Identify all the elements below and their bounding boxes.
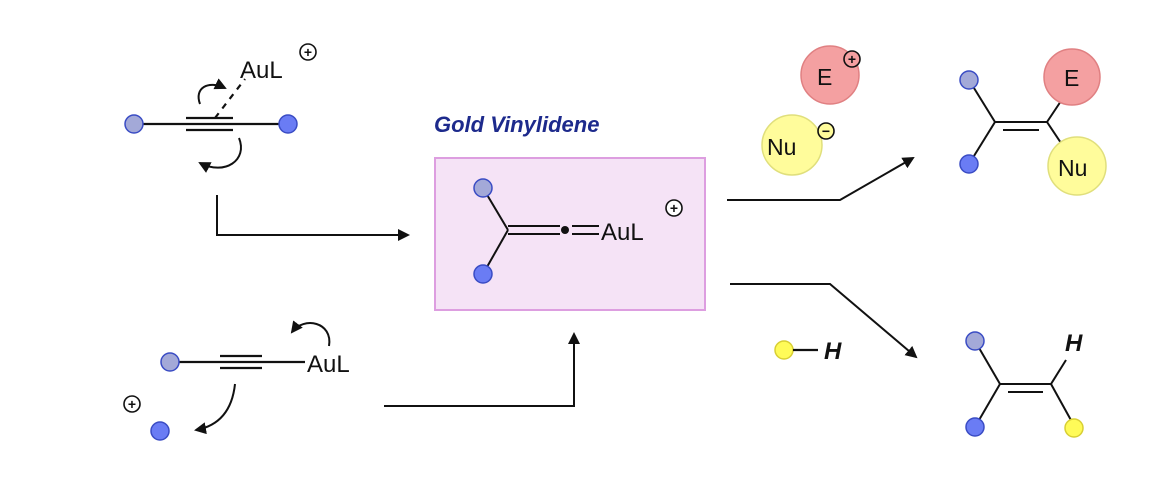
substituent-lavender-left [124,114,144,134]
top-product-nu-circle [1047,136,1107,196]
top-product-blue-substituent [959,154,979,174]
top-product-e-label: E [1064,65,1079,91]
top-product-lavender-substituent [959,70,979,90]
nucleophile: Nu − [761,114,835,176]
charge-plus-cation: + [128,396,136,412]
curved-arrow-to-cation [194,383,236,435]
substituent-lavender-acetylide [160,352,180,372]
gold-vinylidene-title: Gold Vinylidene [434,112,599,137]
bottom-product-blue-substituent [965,417,985,437]
curved-arrow-top-gold [290,320,331,347]
gold-pi-coordination-dashed [214,78,246,119]
bottom-path-arrow [384,332,580,407]
electrophile: E + [800,45,861,105]
substituent-blue-bottom [473,264,493,284]
bottom-product-yellow-substituent [1064,418,1084,438]
nucleophile-charge-circle [817,122,835,140]
top-left-activation: AuL + [124,43,410,241]
vinylidene-box-background [434,157,706,311]
bottom-left-aul-label: AuL [307,351,350,378]
top-product-nu-label: Nu [1058,155,1087,181]
hydrogen-source: H [774,338,842,365]
nucleophile-label: Nu [767,134,796,160]
charge-plus-circle-cation [123,395,141,413]
top-left-aul-label: AuL [240,57,283,84]
bottom-product-alkene: H [965,330,1084,438]
gold-vinylidene-box: AuL + [434,157,706,311]
bottom-product-lavender-substituent [965,331,985,351]
central-aul-label: AuL [601,219,644,246]
electrophile-charge: + [848,51,856,67]
hydrogen-label: H [824,338,842,365]
bottom-product-bond-to-h [1050,359,1067,385]
substituent-lavender-top [473,178,493,198]
nucleophile-charge: − [822,123,830,139]
substituent-blue-right [278,114,298,134]
lower-product-arrow [730,283,918,359]
upper-product-arrow [727,157,915,201]
charge-plus-top-left: + [304,44,312,60]
electrophile-charge-circle [843,50,861,68]
carbene-dot [561,226,569,234]
top-product-e-circle [1043,48,1101,106]
bottom-product-h-label: H [1065,330,1083,357]
nucleophile-circle [761,114,823,176]
bottom-product-bond-to-yellow [1050,383,1073,423]
hydrogen-dot [774,340,794,360]
charge-plus-circle-center [665,199,683,217]
top-path-arrow [216,195,410,241]
charge-plus-center: + [670,200,678,216]
cation-blue-substituent [150,421,170,441]
bottom-left-acetylide: AuL + [123,320,580,441]
top-product-alkene: E Nu [959,48,1107,196]
curved-arrow-upper [197,78,227,105]
electrophile-label: E [817,64,832,90]
charge-plus-circle-top-left [299,43,317,61]
curved-arrow-lower [198,137,242,173]
